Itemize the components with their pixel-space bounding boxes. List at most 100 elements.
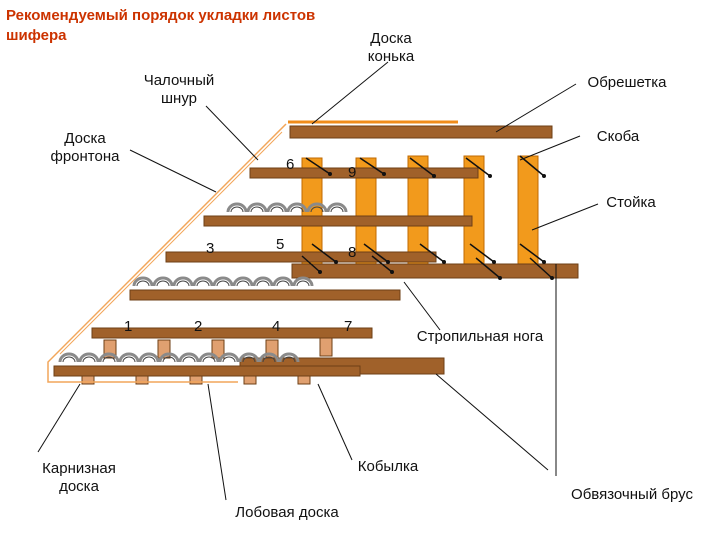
sheet-number-6: 6 — [286, 156, 295, 173]
bracket-stroke — [475, 257, 501, 279]
bracket-stroke — [519, 155, 545, 177]
slate-wave-shadow — [256, 280, 270, 287]
slate-wave-shadow — [182, 356, 196, 363]
slate-wave — [226, 202, 248, 213]
slate-wave — [272, 276, 294, 287]
bracket-stroke — [469, 243, 495, 263]
bracket-stroke — [465, 157, 491, 177]
sheet-number-9: 9 — [348, 164, 357, 181]
sheet-number-5: 5 — [276, 236, 285, 253]
slate-wave — [98, 352, 120, 363]
slate-wave — [252, 276, 274, 287]
slate-wave-shadow — [176, 280, 190, 287]
rafter-stub — [135, 375, 149, 385]
gable-outline-inner — [59, 131, 283, 355]
sheet-number-7: 7 — [344, 318, 353, 335]
bracket-dot — [386, 260, 390, 264]
slate-wave-shadow — [262, 356, 276, 363]
slate-wave — [258, 352, 280, 363]
slate-wave-shadow — [122, 356, 136, 363]
slate-wave-shadow — [236, 280, 250, 287]
slate-wave — [246, 202, 268, 213]
slate-wave — [78, 352, 100, 363]
label-ridge-board: Доска конька — [367, 30, 415, 65]
batten — [129, 289, 401, 301]
bracket-stroke — [363, 243, 389, 263]
slate-wave — [138, 352, 160, 363]
bracket-stroke — [371, 255, 393, 273]
label-eaves-board: Карнизная доска — [42, 460, 116, 495]
slate-wave-shadow — [230, 206, 244, 213]
slate-wave-shadow — [270, 206, 284, 213]
batten — [203, 215, 473, 227]
rafter-stub — [243, 375, 257, 385]
bracket-dot — [318, 270, 322, 274]
slate-wave-shadow — [62, 356, 76, 363]
bracket-dot — [382, 172, 386, 176]
slate-wave — [326, 202, 348, 213]
sheet-number-3: 3 — [206, 240, 215, 257]
gable-outline — [47, 123, 287, 383]
slate-wave — [278, 352, 300, 363]
sheet-number-4: 4 — [272, 318, 281, 335]
slate-wave-shadow — [250, 206, 264, 213]
slate-wave — [286, 202, 308, 213]
slate-wave — [58, 352, 80, 363]
slate-wave-shadow — [102, 356, 116, 363]
bracket-stroke — [519, 243, 545, 263]
slate-wave-shadow — [136, 280, 150, 287]
sheet-number-8: 8 — [348, 244, 357, 261]
ridge-board — [289, 125, 553, 139]
label-gable-board: Доска фронтона — [50, 130, 120, 165]
bracket-stroke — [305, 157, 331, 175]
slate-wave-shadow — [310, 206, 324, 213]
rafter-stub — [189, 375, 203, 385]
bracket-dot — [542, 260, 546, 264]
label-chalk-line: Чалочный шнур — [143, 72, 215, 107]
slate-wave-shadow — [242, 356, 256, 363]
bracket-dot — [328, 172, 332, 176]
label-post: Стойка — [606, 194, 656, 211]
slate-wave — [178, 352, 200, 363]
slate-wave-shadow — [216, 280, 230, 287]
bracket-dot — [334, 260, 338, 264]
bracket-stroke — [529, 257, 553, 279]
slate-wave — [132, 276, 154, 287]
bracket-dot — [498, 276, 502, 280]
slate-wave — [172, 276, 194, 287]
bracket-dot — [488, 174, 492, 178]
slate-wave-shadow — [222, 356, 236, 363]
sheet-number-1: 1 — [124, 318, 133, 335]
bracket-dot — [492, 260, 496, 264]
batten — [249, 167, 479, 179]
slate-wave — [192, 276, 214, 287]
page-title: Рекомендуемый порядок укладки листов шиф… — [6, 7, 316, 44]
bracket-dot — [390, 270, 394, 274]
bracket-stroke — [409, 157, 435, 177]
bracket-stroke — [359, 157, 385, 175]
slate-wave — [266, 202, 288, 213]
slate-wave-shadow — [82, 356, 96, 363]
bracket-dot — [550, 276, 554, 280]
slate-wave-shadow — [276, 280, 290, 287]
slate-wave-shadow — [290, 206, 304, 213]
bracket-stroke — [301, 255, 321, 273]
slate-wave-shadow — [156, 280, 170, 287]
label-fascia-board: Лобовая доска — [235, 504, 339, 521]
slate-wave — [212, 276, 234, 287]
leader-lines — [37, 61, 599, 501]
brackets — [301, 155, 554, 280]
bracket-stroke — [419, 243, 445, 263]
slate-wave — [158, 352, 180, 363]
slate-wave — [292, 276, 314, 287]
label-rafter-extension: Кобылка — [357, 458, 419, 475]
rafter-stub — [319, 337, 333, 357]
bracket-dot — [442, 260, 446, 264]
slate-wave-shadow — [330, 206, 344, 213]
bracket-dot — [542, 174, 546, 178]
bracket-stroke — [311, 243, 337, 263]
slate-sheets — [58, 202, 348, 363]
label-bracket: Скоба — [596, 128, 640, 145]
